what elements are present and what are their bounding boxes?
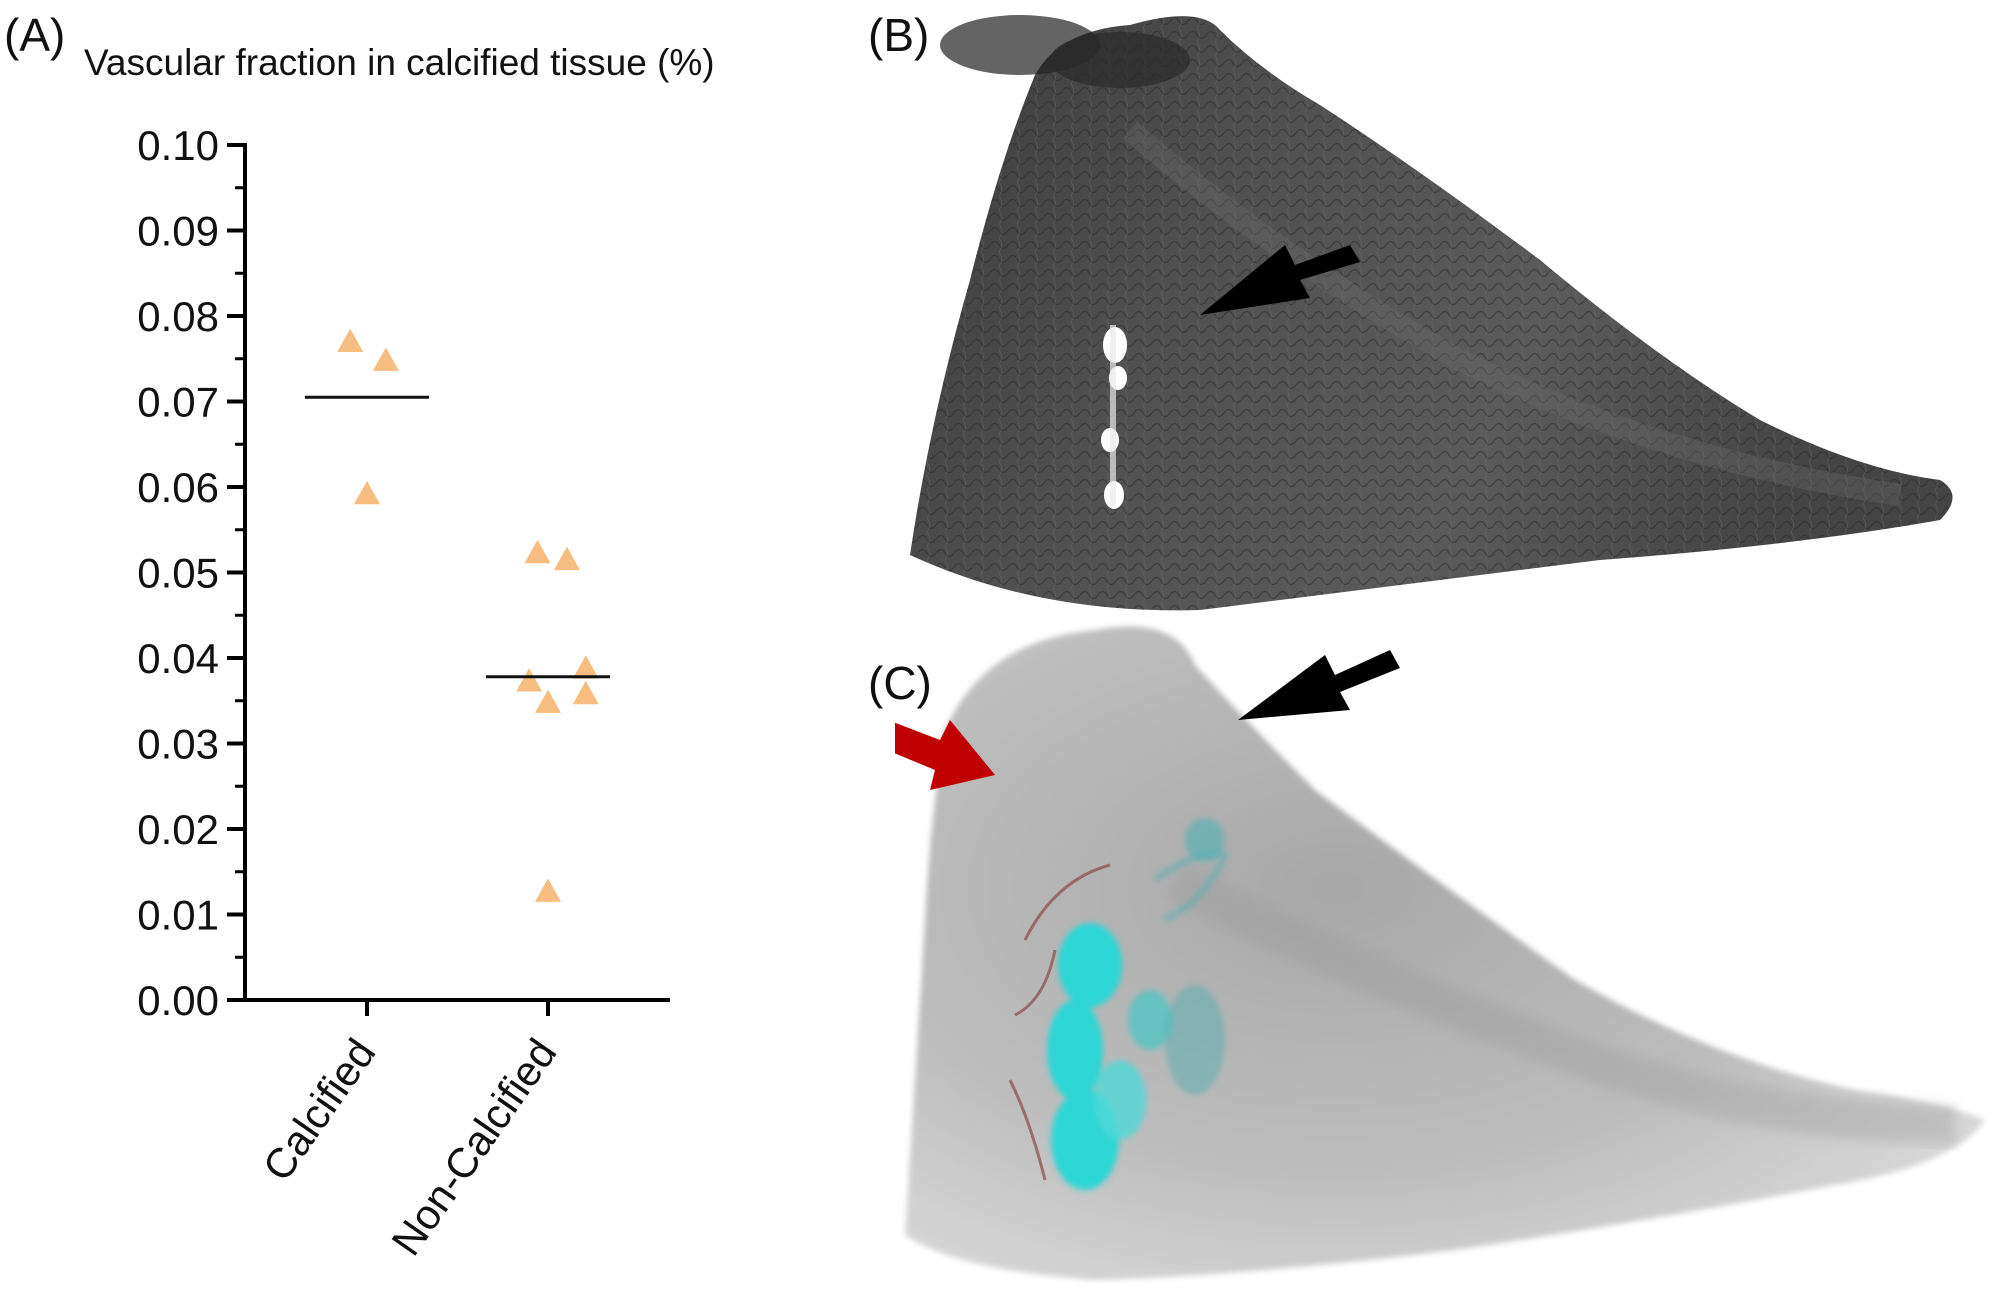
data-point-triangle	[535, 689, 561, 713]
y-ticks: 0.00 0.01 0.02 0.03 0.04 0.05 0.06 0.07 0.08 0.09…	[137, 122, 245, 1024]
data-point-triangle	[516, 668, 543, 692]
y-tick-label: 0.01	[137, 892, 219, 939]
panel-label-c: (C)	[868, 657, 932, 709]
data-point-triangle	[535, 878, 561, 902]
arrow-icon-b	[1200, 245, 1360, 315]
tissue-image-c	[895, 626, 1985, 1280]
y-tick-label: 0.05	[137, 550, 219, 597]
y-tick-label: 0.04	[137, 635, 219, 682]
x-category-label: Non-Calcified	[382, 1030, 565, 1263]
y-tick-label: 0.09	[137, 208, 219, 255]
data-point-triangle	[337, 328, 364, 353]
data-point-triangle	[572, 655, 599, 679]
y-tick-label: 0.00	[137, 977, 219, 1024]
arrow-icon-black	[1238, 650, 1400, 720]
y-tick-label: 0.02	[137, 806, 219, 853]
chart-title: Vascular fraction in calcified tissue (%…	[84, 42, 715, 83]
panel-label-a: (A)	[4, 9, 66, 61]
data-point-triangle	[572, 680, 599, 705]
vessel-network	[1047, 818, 1230, 1190]
data-point-triangle	[553, 546, 580, 571]
y-tick-label: 0.08	[137, 293, 219, 340]
median-lines	[305, 395, 610, 679]
scatter-chart: 0.00 0.01 0.02 0.03 0.04 0.05 0.06 0.07 0.08 0.09…	[137, 122, 670, 1264]
y-tick-label: 0.10	[137, 122, 219, 169]
data-points	[337, 328, 599, 902]
tissue-image-b	[910, 15, 1953, 611]
data-point-triangle	[372, 347, 399, 371]
y-tick-label: 0.06	[137, 464, 219, 511]
panel-label-b: (B)	[868, 9, 930, 61]
data-point-triangle	[354, 480, 380, 505]
arrow-icon-red	[895, 720, 995, 790]
data-point-triangle	[524, 539, 551, 564]
y-tick-label: 0.03	[137, 721, 219, 768]
calcification-spots	[1101, 325, 1127, 509]
y-tick-label: 0.07	[137, 379, 219, 426]
x-category-label: Calcified	[253, 1030, 384, 1189]
chart-axes	[243, 143, 670, 1002]
